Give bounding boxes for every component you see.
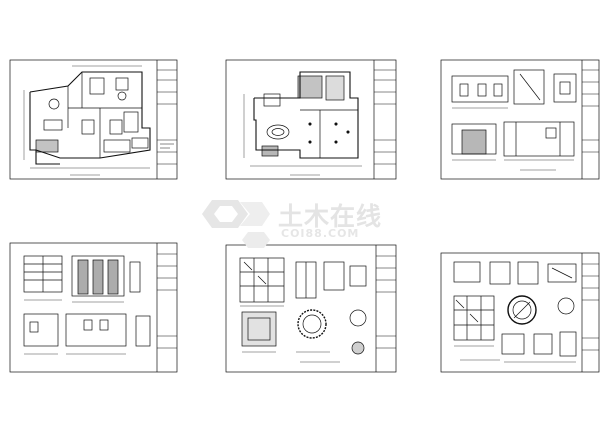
sheet-border: [440, 252, 600, 373]
ceiling-features: [261, 75, 358, 158]
sheet-border: [9, 59, 178, 180]
title-block: [376, 255, 396, 349]
sheet-ceiling-details[interactable]: [225, 244, 397, 373]
dimension-lines: [24, 299, 126, 355]
sheet-border: [225, 244, 397, 373]
watermark-logo-icon: [202, 200, 270, 248]
ceiling-outline: [253, 71, 359, 159]
dimension-lines: [454, 345, 576, 363]
round-ceiling-detail: [297, 309, 367, 355]
sheet-ceiling-plan[interactable]: [225, 59, 397, 180]
sheet-border: [9, 242, 178, 373]
plan-outline: [29, 71, 151, 165]
dimension-lines: [240, 305, 340, 363]
watermark-brand: 土木在线: [278, 202, 383, 231]
title-block: [582, 263, 599, 351]
title-block: [157, 69, 177, 165]
window-grid: [453, 295, 495, 341]
sheet-door-window-details[interactable]: [440, 252, 600, 373]
sheet-border: [440, 59, 600, 180]
elevation-top: [451, 69, 577, 105]
round-window-detail: [507, 295, 575, 325]
title-block: [582, 69, 599, 153]
elevation-top: [23, 255, 141, 297]
elevation-bottom: [451, 121, 575, 157]
detail-grid-panel: [239, 257, 285, 303]
dimension-lines: [452, 107, 574, 171]
detail-sections: [241, 261, 367, 347]
title-block: [157, 253, 177, 349]
plan-interior: [35, 72, 149, 158]
dimension-lines: [23, 65, 150, 176]
sheet-elevations-a[interactable]: [440, 59, 600, 180]
sheet-border: [225, 59, 397, 180]
dimension-lines: [243, 94, 362, 176]
sheet-floor-plan[interactable]: [9, 59, 178, 180]
sheet-elevations-b[interactable]: [9, 242, 178, 373]
watermark-domain: COI88.COM: [281, 227, 360, 240]
title-block: [374, 69, 396, 165]
section-details: [501, 331, 577, 357]
door-elevations: [453, 261, 577, 285]
elevation-bottom: [23, 313, 151, 347]
